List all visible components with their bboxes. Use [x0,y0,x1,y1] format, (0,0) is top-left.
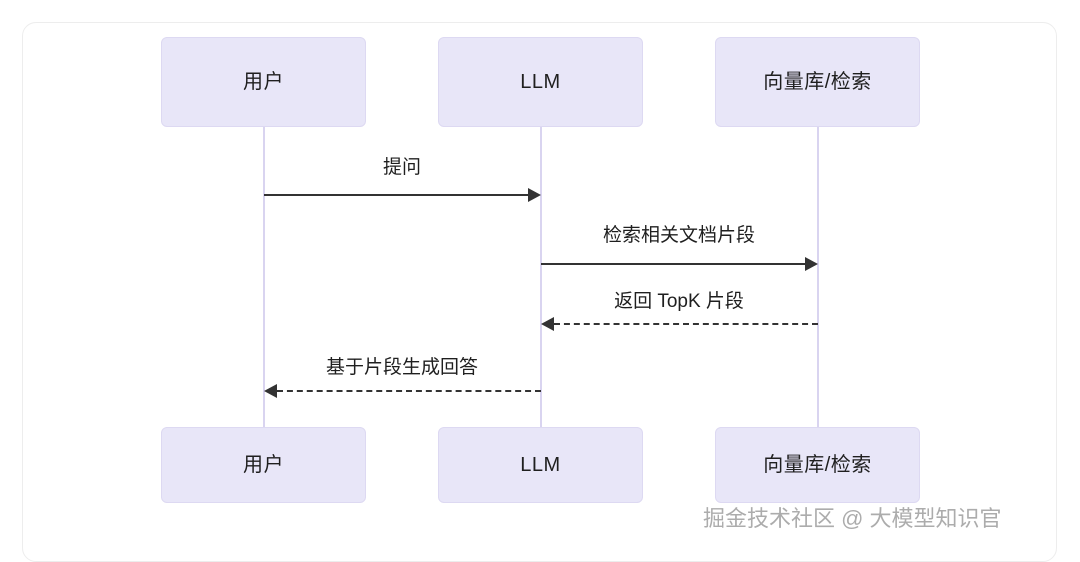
lifeline-retriever [817,127,819,427]
message-line-2 [541,263,805,265]
participant-label: 用户 [243,71,284,93]
arrow-head-left-icon [264,384,277,398]
participant-bottom-user[interactable]: 用户 [161,427,366,503]
lifeline-llm [540,127,542,427]
message-line-4 [277,390,541,392]
message-line-1 [264,194,528,196]
participant-bottom-retriever[interactable]: 向量库/检索 [715,427,920,503]
participant-label: LLM [520,71,561,93]
message-label-4: 基于片段生成回答 [325,357,479,378]
sequence-diagram: 用户 LLM 向量库/检索 提问 检索相关文档片段 返回 TopK 片段 基于片… [161,37,1002,531]
arrow-head-right-icon [528,188,541,202]
message-line-3 [554,323,818,325]
arrow-head-right-icon [805,257,818,271]
participant-bottom-llm[interactable]: LLM [438,427,643,503]
message-label-1: 提问 [382,157,422,178]
watermark: 掘金技术社区 @ 大模型知识官 [703,506,1002,531]
participant-top-retriever[interactable]: 向量库/检索 [715,37,920,127]
message-label-2: 检索相关文档片段 [602,225,756,246]
participant-label: 向量库/检索 [763,454,872,476]
participant-label: 用户 [243,454,284,476]
lifeline-user [263,127,265,427]
participant-label: 向量库/检索 [763,71,872,93]
message-label-3: 返回 TopK 片段 [614,291,744,312]
arrow-head-left-icon [541,317,554,331]
participant-top-user[interactable]: 用户 [161,37,366,127]
participant-top-llm[interactable]: LLM [438,37,643,127]
participant-label: LLM [520,454,561,476]
